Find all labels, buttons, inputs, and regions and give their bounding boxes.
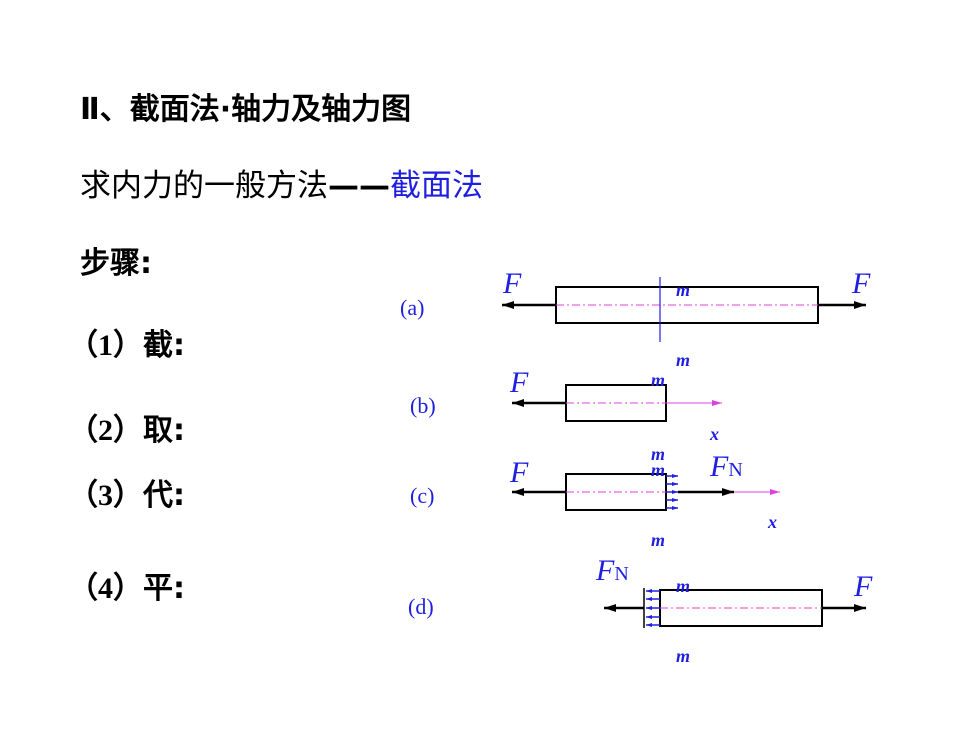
section-label-top: m bbox=[676, 576, 690, 596]
method-line: 求内力的一般方法——截面法 bbox=[80, 160, 483, 205]
force-label-left: F bbox=[502, 267, 522, 300]
step-number: （4） bbox=[68, 572, 143, 605]
method-prefix: 求内力的一般方法 bbox=[80, 168, 328, 204]
section-label-top: m bbox=[651, 460, 665, 480]
step-label: 取: bbox=[143, 413, 185, 448]
method-dash: —— bbox=[328, 168, 390, 204]
section-label-bottom: m bbox=[676, 646, 690, 666]
step-number: （2） bbox=[68, 414, 143, 447]
distributed-force-arrows bbox=[666, 474, 678, 510]
panel-a: (a) F F m m bbox=[400, 267, 871, 370]
axis-label-x: x bbox=[767, 512, 777, 532]
force-label: F bbox=[509, 456, 529, 489]
force-label-right: F bbox=[853, 570, 873, 603]
panel-label-b: (b) bbox=[410, 393, 436, 418]
section-label-bottom: m bbox=[676, 350, 690, 370]
step-number: （3） bbox=[68, 479, 143, 512]
section-label-bottom: m bbox=[651, 530, 665, 550]
method-highlight: 截面法 bbox=[390, 168, 483, 204]
panel-label-a: (a) bbox=[400, 295, 424, 320]
section-label-top: m bbox=[676, 280, 690, 300]
normal-force-label: FN bbox=[709, 450, 743, 483]
panel-label-c: (c) bbox=[410, 483, 434, 508]
panel-b: (b) F m m x bbox=[410, 366, 722, 464]
step-4: （4）平: bbox=[68, 563, 185, 607]
distributed-force-arrows bbox=[646, 589, 660, 627]
force-label: F bbox=[509, 366, 529, 399]
axis-label-x: x bbox=[709, 424, 719, 444]
force-label-right: F bbox=[851, 267, 871, 300]
step-number: （1） bbox=[68, 329, 143, 362]
step-1: （1）截: bbox=[68, 320, 185, 364]
section-label-bottom: m bbox=[651, 444, 665, 464]
step-3: （3）代: bbox=[68, 470, 185, 514]
step-label: 截: bbox=[143, 328, 185, 363]
normal-force-label: FN bbox=[595, 554, 629, 587]
panel-label-d: (d) bbox=[408, 594, 434, 619]
step-2: （2）取: bbox=[68, 405, 185, 449]
panel-d: (d) FN F m m bbox=[408, 554, 873, 666]
steps-label: 步骤: bbox=[80, 246, 152, 281]
section-label-top: m bbox=[651, 370, 665, 390]
page-heading: Ⅱ、截面法·轴力及轴力图 bbox=[80, 92, 412, 127]
step-label: 代: bbox=[143, 478, 185, 513]
step-label: 平: bbox=[143, 571, 185, 606]
panel-c: (c) F FN m m x bbox=[410, 450, 780, 550]
